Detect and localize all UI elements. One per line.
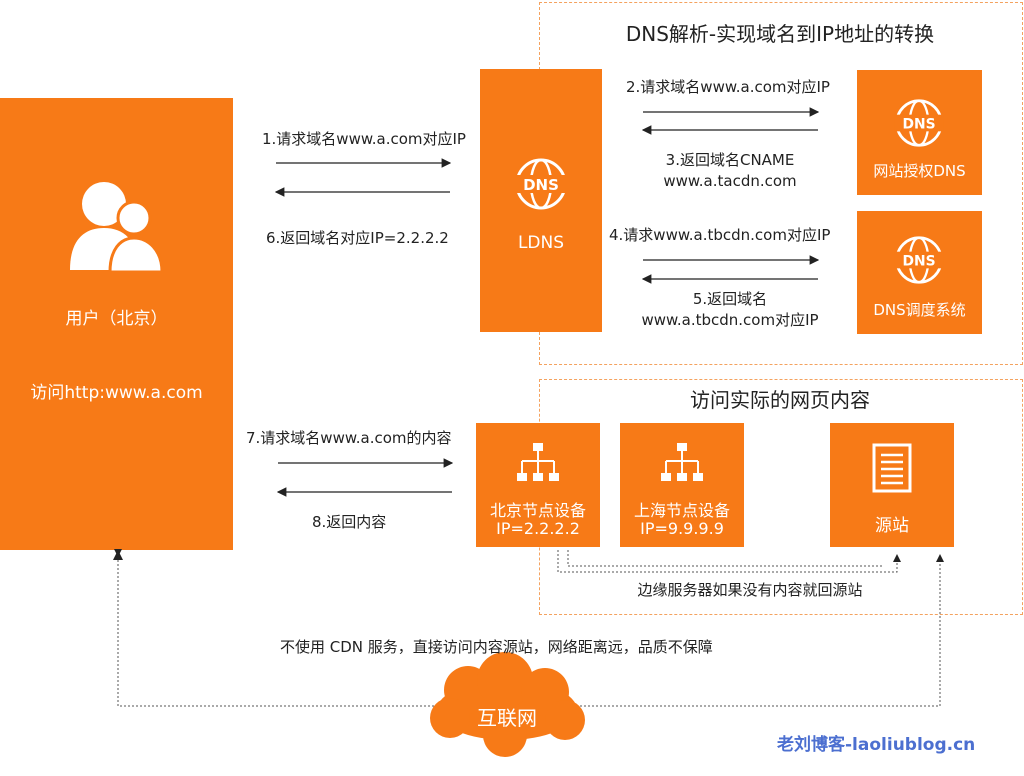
user-group-icon <box>70 182 164 272</box>
network-hierarchy-icon <box>661 443 703 481</box>
ldns-label: LDNS <box>517 233 565 253</box>
origin-label: 源站 <box>875 516 909 536</box>
user-box: 用户（北京） 访问http:www.a.com <box>0 98 233 550</box>
auth-dns-label: 网站授权DNS <box>873 162 966 180</box>
step1-label: 1.请求域名www.a.com对应IP <box>262 130 466 148</box>
dns-section-title: DNS解析-实现域名到IP地址的转换 <box>625 22 935 46</box>
step4-label: 4.请求www.a.tbcdn.com对应IP <box>609 226 831 244</box>
network-hierarchy-icon <box>517 443 559 481</box>
internet-cloud-icon <box>430 652 585 757</box>
step3-label-line1: 3.返回域名CNAME <box>665 151 795 169</box>
beijing-node-box: 北京节点设备 IP=2.2.2.2 <box>476 423 600 547</box>
step5-label-line2: www.a.tbcdn.com对应IP <box>641 311 819 329</box>
step2-label: 2.请求域名www.a.com对应IP <box>626 78 830 96</box>
no-cdn-path-right <box>572 554 944 707</box>
step7-label: 7.请求域名www.a.com的内容 <box>246 429 452 447</box>
dns-globe-icon: DNS <box>515 158 567 210</box>
sched-dns-box: DNS DNS调度系统 <box>857 211 982 334</box>
beijing-node-ip: IP=2.2.2.2 <box>496 519 580 538</box>
step3-label-line2: www.a.tacdn.com <box>663 172 797 190</box>
user-action: 访问http:www.a.com <box>30 383 203 403</box>
no-cdn-path <box>114 549 442 707</box>
watermark: 老刘博客-laoliublog.cn <box>777 735 976 755</box>
shanghai-node-box: 上海节点设备 IP=9.9.9.9 <box>620 423 744 547</box>
shanghai-node-label: 上海节点设备 <box>633 501 730 520</box>
edge-note: 边缘服务器如果没有内容就回源站 <box>637 581 863 599</box>
step8-label: 8.返回内容 <box>312 513 387 531</box>
shanghai-node-ip: IP=9.9.9.9 <box>640 519 724 538</box>
internet-label: 互联网 <box>477 706 537 730</box>
auth-dns-box: DNS 网站授权DNS <box>857 70 982 195</box>
step5-label-line1: 5.返回域名 <box>692 290 768 308</box>
document-icon <box>872 443 912 493</box>
no-cdn-note: 不使用 CDN 服务，直接访问内容源站，网络距离远，品质不保障 <box>280 638 713 656</box>
step6-label: 6.返回域名对应IP=2.2.2.2 <box>266 229 449 247</box>
content-section-title: 访问实际的网页内容 <box>690 388 870 412</box>
user-label: 用户（北京） <box>65 309 168 329</box>
svg-text:DNS: DNS <box>523 176 559 194</box>
dns-globe-icon: DNS <box>894 236 944 284</box>
beijing-node-label: 北京节点设备 <box>489 501 586 520</box>
origin-box: 源站 <box>830 423 954 547</box>
dns-globe-icon: DNS <box>894 99 944 147</box>
sched-dns-label: DNS调度系统 <box>873 301 966 319</box>
svg-text:DNS: DNS <box>902 254 935 270</box>
ldns-box: DNS LDNS <box>480 69 602 332</box>
edge-origin-path <box>557 550 901 573</box>
svg-text:DNS: DNS <box>902 117 935 133</box>
